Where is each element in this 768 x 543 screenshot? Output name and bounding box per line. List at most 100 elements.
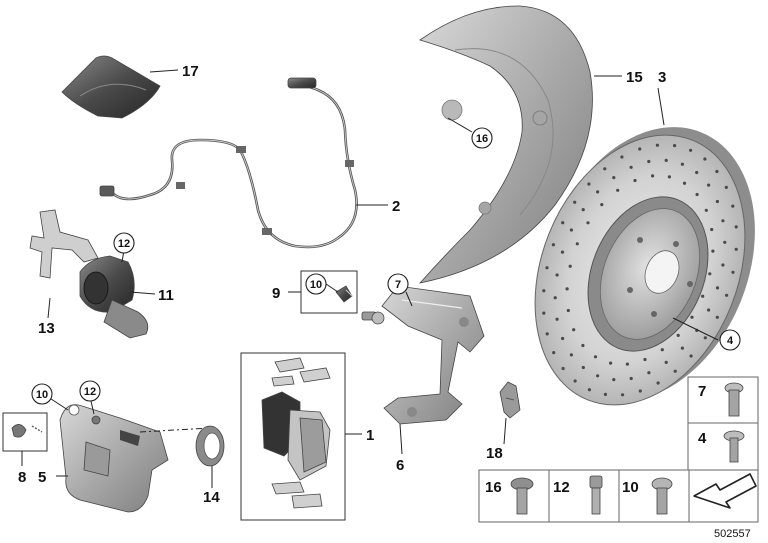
circled-callouts: 16 12 10 7 4 10 12 <box>31 127 741 405</box>
part-3-brake-disc <box>534 127 755 406</box>
disc-drill-hole <box>660 348 664 352</box>
disc-drill-hole <box>704 208 708 212</box>
disc-drill-hole <box>710 227 714 232</box>
callout-12-lower: 12 <box>84 386 96 398</box>
disc-drill-hole <box>561 366 565 371</box>
callout-13: 13 <box>38 320 55 337</box>
disc-drill-hole <box>569 228 574 232</box>
disc-drill-hole <box>721 219 725 223</box>
disc-drill-hole <box>656 381 660 385</box>
callout-17: 17 <box>182 63 199 80</box>
disc-drill-hole <box>689 148 693 152</box>
disc-drill-hole <box>655 143 660 147</box>
disc-drill-hole <box>573 200 577 204</box>
disc-drill-hole <box>682 181 687 185</box>
disc-drill-hole <box>587 388 592 392</box>
disc-drill-hole <box>568 264 572 268</box>
part-2-wear-sensor <box>99 77 358 249</box>
disc-drill-hole <box>561 221 565 225</box>
disc-drill-hole <box>612 378 616 382</box>
disc-drill-hole <box>629 376 633 381</box>
disc-drill-hole <box>703 157 707 161</box>
disc-drill-hole <box>734 247 738 251</box>
disc-drill-hole <box>553 296 557 300</box>
disc-drill-hole <box>561 336 565 341</box>
disc-drill-hole <box>542 289 546 293</box>
callout-12-upper: 12 <box>118 238 130 250</box>
disc-drill-hole <box>596 190 600 194</box>
disc-drill-hole <box>715 169 719 174</box>
legend-label-16: 16 <box>485 479 502 496</box>
disc-drill-hole <box>560 250 565 254</box>
disc-drill-hole <box>586 221 590 225</box>
direction-arrow-icon <box>693 473 757 509</box>
disc-drill-hole <box>711 249 715 253</box>
part-5-caliper <box>59 404 211 513</box>
disc-drill-hole <box>680 346 685 350</box>
disc-drill-hole <box>715 315 719 319</box>
disc-drill-hole <box>552 351 556 355</box>
disc-drill-hole <box>603 167 607 171</box>
disc-drill-hole <box>721 263 725 267</box>
hardware-legend <box>478 376 759 523</box>
callout-4: 4 <box>727 335 734 347</box>
part-13-bracket <box>29 209 99 279</box>
disc-drill-hole <box>676 333 680 337</box>
disc-drill-hole <box>643 357 647 362</box>
callout-16: 16 <box>476 133 488 145</box>
callout-14: 14 <box>203 489 220 506</box>
disc-drill-hole <box>629 165 633 169</box>
disc-drill-hole <box>620 155 624 159</box>
disc-drill-hole <box>555 273 559 277</box>
disc-drill-hole <box>680 162 685 166</box>
legend-label-7: 7 <box>698 383 706 400</box>
part-carrier-bolt <box>361 311 385 325</box>
disc-drill-hole <box>707 308 711 312</box>
part-8-box <box>2 412 48 452</box>
part-11-parking-motor <box>79 255 149 339</box>
disc-drill-hole <box>596 374 600 378</box>
disc-drill-hole <box>708 272 712 276</box>
disc-drill-hole <box>625 362 630 366</box>
callout-5: 5 <box>38 469 46 486</box>
disc-drill-hole <box>581 208 585 212</box>
disc-drill-hole <box>673 144 677 148</box>
leader-lines <box>21 69 719 488</box>
bolt-12-icon <box>589 475 603 515</box>
disc-drill-hole <box>575 242 579 246</box>
bolt-7-icon <box>724 382 744 417</box>
legend-label-12: 12 <box>553 479 570 496</box>
disc-drill-hole <box>707 183 711 187</box>
disc-drill-hole <box>690 315 694 319</box>
part-18-clip <box>499 381 521 419</box>
legend-label-10: 10 <box>622 479 639 496</box>
part-17-cap <box>61 55 161 119</box>
disc-drill-hole <box>573 379 577 383</box>
disc-drill-hole <box>724 185 728 189</box>
disc-drill-hole <box>734 225 738 229</box>
callout-11: 11 <box>158 287 174 304</box>
callout-6: 6 <box>396 457 404 474</box>
disc-drill-hole <box>616 188 620 192</box>
disc-drill-hole <box>566 308 570 313</box>
disc-drill-hole <box>581 343 585 348</box>
disc-drill-hole <box>647 159 651 164</box>
disc-drill-hole <box>581 365 585 370</box>
disc-drill-hole <box>638 389 642 393</box>
disc-drill-hole <box>731 204 735 208</box>
disc-drill-hole <box>715 286 720 290</box>
disc-drill-hole <box>593 355 598 359</box>
part-14-seal <box>195 425 225 467</box>
callout-10-upper: 10 <box>310 279 322 291</box>
disc-drill-hole <box>633 178 637 183</box>
disc-drill-hole <box>600 203 604 207</box>
disc-drill-hole <box>664 360 668 364</box>
disc-drill-hole <box>621 393 625 397</box>
disc-drill-hole <box>545 266 549 270</box>
disc-drill-hole <box>667 175 672 179</box>
callout-8: 8 <box>18 469 26 486</box>
bolt-10-icon <box>651 477 673 515</box>
bolt-16-icon <box>510 477 534 515</box>
callout-1: 1 <box>366 427 374 444</box>
